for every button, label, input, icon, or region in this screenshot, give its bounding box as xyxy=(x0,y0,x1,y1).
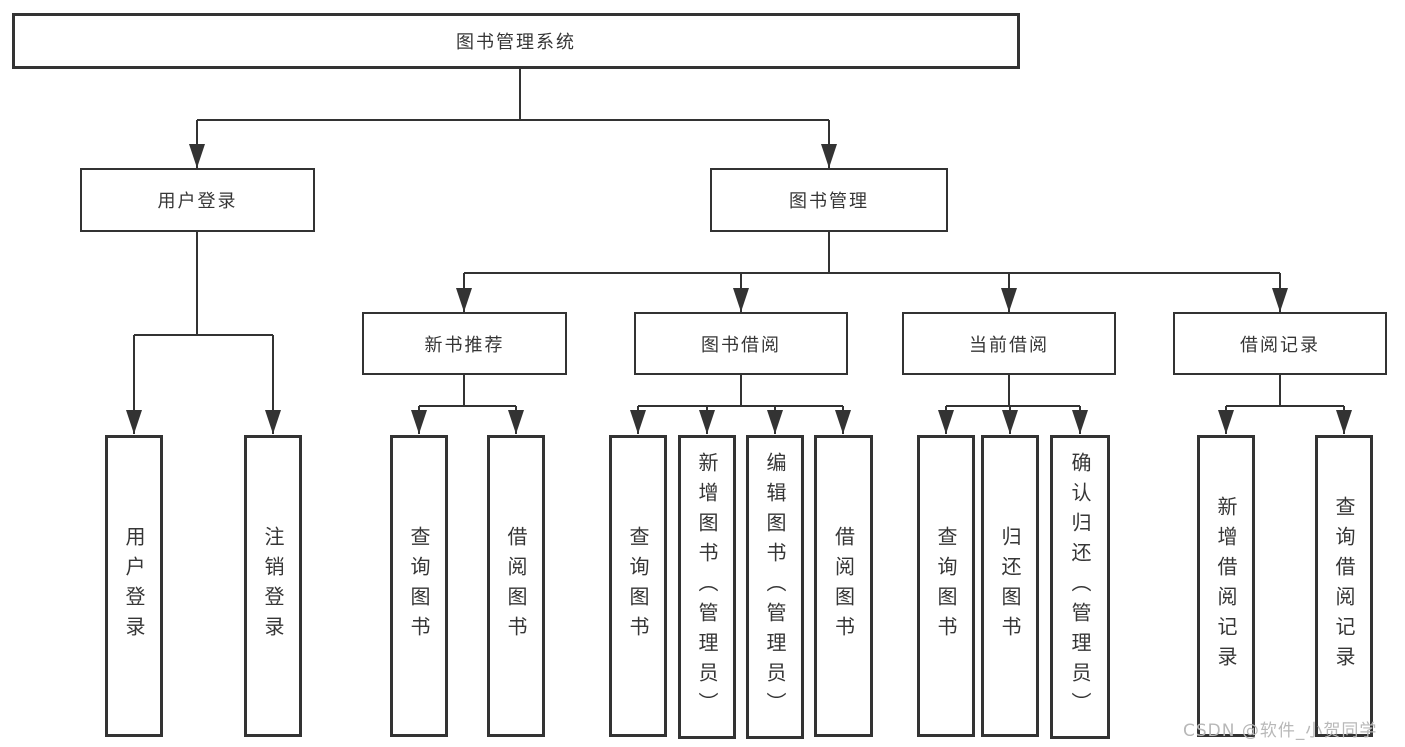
node-book-management: 图书管理 xyxy=(710,168,948,232)
node-user-login: 用户登录 xyxy=(80,168,315,232)
leaf-return-books: 归还图书 xyxy=(981,435,1039,737)
leaf-logout: 注销登录 xyxy=(244,435,302,737)
node-current-borrowing: 当前借阅 xyxy=(902,312,1116,375)
node-book-borrowing: 图书借阅 xyxy=(634,312,848,375)
leaf-query-borrow-record: 查询借阅记录 xyxy=(1315,435,1373,737)
leaf-borrow-books-borrowing: 借阅图书 xyxy=(814,435,873,737)
leaf-query-books-current: 查询图书 xyxy=(917,435,975,737)
node-root: 图书管理系统 xyxy=(12,13,1020,69)
leaf-query-books-borrowing: 查询图书 xyxy=(609,435,667,737)
leaf-borrow-books-newbook: 借阅图书 xyxy=(487,435,545,737)
leaf-add-books-admin: 新增图书（管理员） xyxy=(678,435,736,739)
node-borrowing-records: 借阅记录 xyxy=(1173,312,1387,375)
leaf-confirm-return-admin: 确认归还（管理员） xyxy=(1050,435,1110,739)
leaf-add-borrow-record: 新增借阅记录 xyxy=(1197,435,1255,737)
node-new-book-recommendation: 新书推荐 xyxy=(362,312,567,375)
csdn-watermark: CSDN @软件_小贺同学 xyxy=(1183,721,1378,741)
leaf-user-login: 用户登录 xyxy=(105,435,163,737)
leaf-edit-books-admin: 编辑图书（管理员） xyxy=(746,435,804,739)
leaf-query-books-newbook: 查询图书 xyxy=(390,435,448,737)
